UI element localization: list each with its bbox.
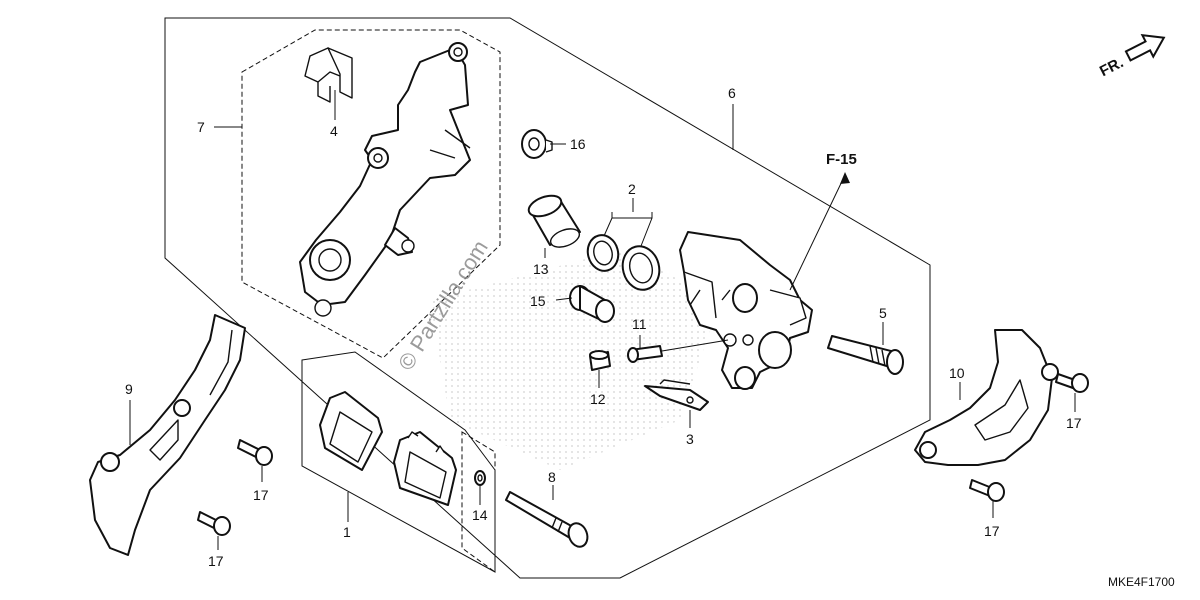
disc-guard [89, 314, 246, 556]
leader-lines [129, 90, 1076, 550]
callout-6: 6 [728, 85, 736, 101]
watermark-dot-field [430, 250, 720, 470]
callout-10: 10 [949, 365, 965, 381]
callout-3: 3 [686, 431, 694, 447]
assembly-outline-inner-1 [461, 431, 496, 573]
callout-4: 4 [330, 123, 338, 139]
section-reference: F-15 [826, 151, 857, 168]
callout-17-a: 17 [253, 487, 269, 503]
callout-2: 2 [628, 181, 636, 197]
callout-16: 16 [570, 136, 586, 152]
callout-13: 13 [533, 261, 549, 277]
caliper-body [679, 231, 813, 390]
callout-15: 15 [530, 293, 546, 309]
callout-17-b: 17 [208, 553, 224, 569]
piston [527, 194, 581, 248]
flange-bolt-17-b [197, 511, 231, 536]
flange-bolt-17-c [1055, 373, 1089, 393]
assembly-outline-7 [164, 17, 931, 579]
callout-17-c: 17 [1066, 415, 1082, 431]
callout-8: 8 [548, 469, 556, 485]
callout-17-d: 17 [984, 523, 1000, 539]
brake-pad-set [319, 391, 457, 506]
flange-bolt-17-d [969, 479, 1005, 502]
nut [521, 129, 553, 159]
front-arrow-icon [1124, 34, 1166, 62]
callout-5: 5 [879, 305, 887, 321]
flange-bolt [569, 285, 615, 323]
bleeder-screw [627, 345, 663, 363]
callout-14: 14 [472, 507, 488, 523]
caliper-bracket [299, 42, 471, 317]
caliper-pin [827, 335, 904, 375]
front-label: FR. [1097, 54, 1126, 80]
callout-12: 12 [590, 391, 606, 407]
pad-spring-clip [304, 47, 353, 103]
pad-pin [505, 491, 589, 548]
washer [474, 470, 486, 486]
callout-1: 1 [343, 524, 351, 540]
callout-7: 7 [197, 119, 205, 135]
piston-seal-set [586, 234, 661, 291]
bleeder-cap [589, 350, 611, 371]
flange-bolt-17-a [237, 439, 273, 466]
diagram-code: MKE4F1700 [1108, 575, 1175, 589]
assembly-outline-inner-7 [241, 29, 501, 359]
callout-11: 11 [632, 316, 647, 332]
callout-9: 9 [125, 381, 133, 397]
pad-retainer [644, 379, 709, 411]
front-direction-indicator: FR. [1097, 34, 1166, 80]
pin-guard [914, 329, 1059, 466]
